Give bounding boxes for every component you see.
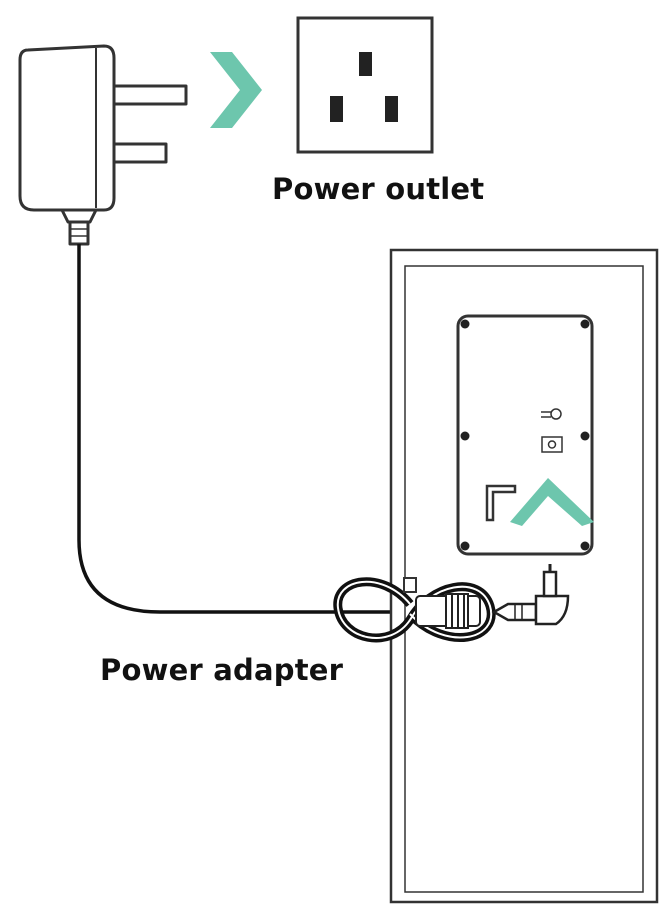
power-cable: [77, 244, 436, 614]
port-bracket: [485, 484, 517, 522]
dc-plug-icon: [491, 564, 570, 626]
dc-power-jack-icon: [541, 408, 563, 453]
power-adapter-icon: [18, 44, 188, 246]
power-outlet-label: Power outlet: [272, 172, 485, 206]
chevron-right-icon: [210, 52, 262, 128]
cable-connector: [415, 593, 481, 629]
chevron-up-icon: [510, 478, 594, 526]
cable-tie-icon: [333, 577, 496, 643]
power-outlet-icon: [296, 16, 434, 154]
power-adapter-label: Power adapter: [100, 653, 344, 687]
